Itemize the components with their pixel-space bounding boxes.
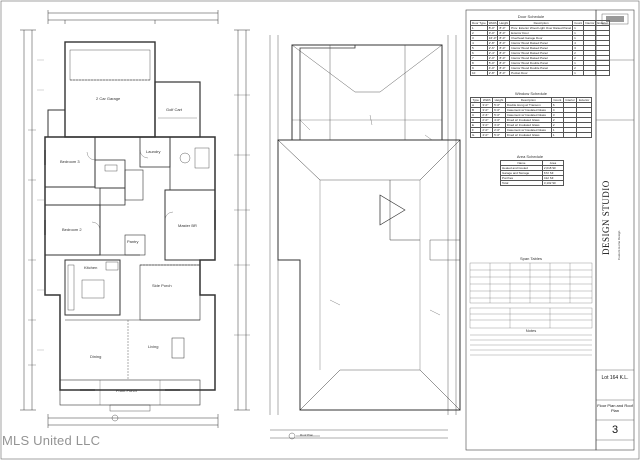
door-schedule-cell: 2'-8" [486,70,499,76]
roof-plan-title: Roof Plan [300,433,314,437]
garage-walls [64,41,156,138]
floor-plan [20,10,250,428]
area-schedule-title: Area Schedule [516,154,544,159]
brand-name: DESIGN STUDIO [601,180,611,255]
span-tables-title: Span Tables [520,256,542,261]
door-schedule-cell [595,70,610,76]
room-label-kitchen: Kitchen [84,265,98,270]
sheet-number: 3 [611,424,619,436]
window-schedule-title: Window Schedule [514,91,548,96]
main-roof [277,139,461,411]
garage-roof [291,44,443,141]
room-label-side-porch: Side Porch [152,283,172,288]
room-label-living: Living [148,344,159,349]
window-schedule-cell [562,132,578,138]
window-schedule-cell: Fixed w/ Insulated Glass [504,132,552,138]
fireplace [171,337,185,359]
logo-box [601,13,629,25]
lot-number: Lot 164 K.L. [601,375,629,381]
room-label-dining: Dining [90,354,102,359]
room-label-golf-cart: Golf Cart [166,107,183,112]
room-label-bedroom-3: Bedroom 3 [60,159,80,164]
brand-subtitle: Custom Home Design [617,230,621,260]
door-schedule-title: Door Schedule [517,14,545,19]
window-schedule-cell: 1 [550,132,564,138]
pantry-walls [124,234,146,256]
kitchen-walls [64,259,121,316]
window-schedule-cell: 5'-0" [492,132,506,138]
door-schedule-cell [583,70,597,76]
floor-plan-title-mark [111,414,119,422]
roof-plan [269,35,461,439]
mls-watermark: MLS United LLC [2,433,101,448]
room-label-bedroom-2: Bedroom 2 [62,227,82,232]
window-schedule-cell: 4'-0" [480,132,494,138]
door-schedule-cell: Pocket Door [509,70,574,76]
garage-door-area [69,49,151,81]
window-schedule-cell: G [469,132,482,138]
area-schedule-cell: Total [500,180,543,186]
door-schedule-cell: 8'-0" [497,70,511,76]
roof-plan-title-mark [288,432,320,440]
room-label-pantry: Pantry [127,239,139,244]
house-outline [44,136,216,391]
sheet-title: Floor Plan and Roof Plan [597,403,633,413]
side-porch-area [139,264,201,321]
dormer [379,194,406,226]
room-label-laundry: Laundry [146,149,161,154]
door-schedule-cell: 1 [572,70,585,76]
door-schedule-cell: 10 [470,70,488,76]
span-tables [469,262,593,356]
room-label-garage: 2 Car Garage [96,96,121,101]
schedule-panel [465,9,635,451]
title-block [595,9,635,451]
area-schedule-cell: 3,102 SF [541,180,565,186]
room-label-master: Master BR [178,223,197,228]
room-label-front-porch: Front Porch [116,388,137,393]
kitchen-island [81,279,105,299]
window-schedule-cell [576,132,592,138]
notes-title: Notes [525,328,537,333]
